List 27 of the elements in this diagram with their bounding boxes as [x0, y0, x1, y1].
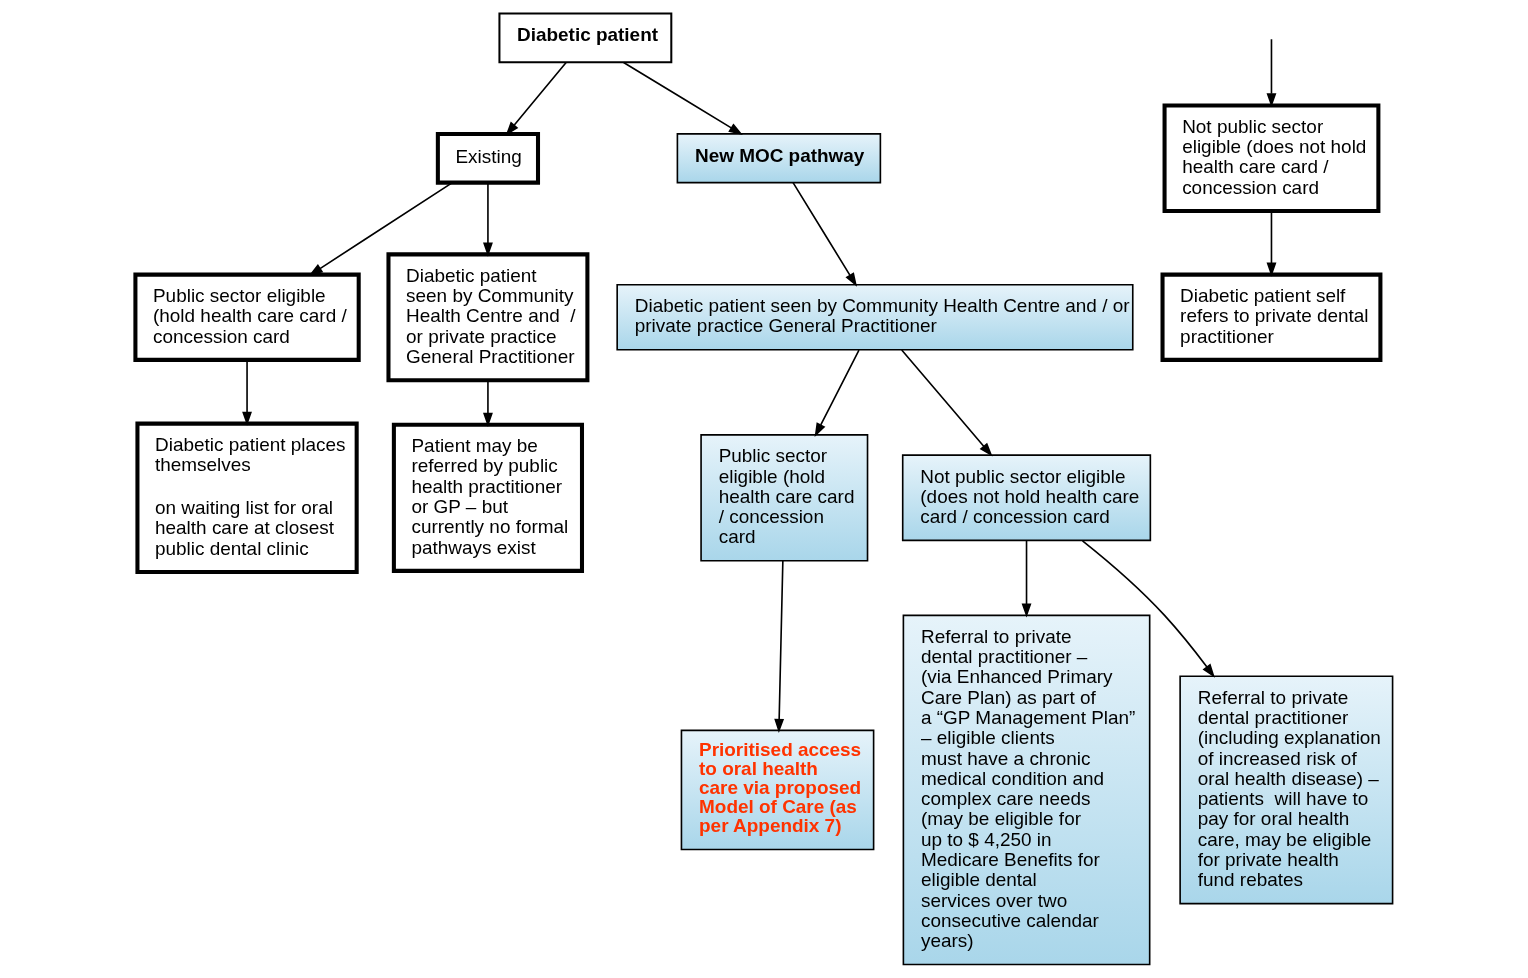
- node-box: Patient may be referred by public health practitioner or GP – but currently no formal pathways exist: [391, 422, 584, 573]
- arrow: [1266, 210, 1277, 277]
- arrow: [483, 181, 493, 257]
- arrow: [483, 379, 493, 427]
- arrow: [242, 359, 252, 426]
- arrow: [1081, 540, 1215, 678]
- node-box: New MOC pathway: [676, 133, 882, 184]
- node-box: Not public sector eligible (does not hold health care card / concession card: [1162, 103, 1381, 214]
- arrow: [622, 61, 743, 135]
- node-box: Prioritised access to oral health care via proposed Model of Care (as per Appendix 7): [680, 729, 875, 851]
- node-box: Diabetic patient seen by Community Health Centre and / or private practice General Practitioner: [386, 252, 590, 383]
- arrow: [792, 181, 858, 287]
- node-box: Not public sector eligible (does not hold health care card / concession card: [901, 454, 1152, 542]
- node-box: Diabetic patient places themselves on waiting list for oral health care at closest public dental clinic: [135, 421, 359, 574]
- node-box: Referral to private dental practitioner (including explanation of increased risk of oral health disease) – patients will have to pay for oral health care, may be eligible for private health fund rebates: [1179, 675, 1394, 905]
- node-box: Public sector eligible (hold health care card / concession card: [133, 272, 361, 362]
- arrow: [814, 349, 860, 437]
- node-box: Referral to private dental practitioner – (via Enhanced Primary Care Plan) as part of a “GP Management Plan” – eligible clients must have a chronic medical condition and complex care needs (may be eligible for up to $ 4,250 in Medicare Benefits for eligible dental services over two consecutive calendar years): [902, 614, 1151, 966]
- arrow: [900, 349, 993, 457]
- node-box: Public sector eligible (hold health care card / concession card: [700, 434, 869, 562]
- node-box: Diabetic patient self refers to private dental practitioner: [1160, 272, 1383, 362]
- arrow: [308, 181, 454, 276]
- arrow: [1021, 539, 1032, 618]
- arrow: [774, 560, 785, 733]
- node-box: Diabetic patient: [498, 12, 673, 64]
- node-box: Diabetic patient seen by Community Health Centre and / or private practice General Practitioner: [616, 284, 1134, 351]
- node-box: Existing: [435, 131, 541, 185]
